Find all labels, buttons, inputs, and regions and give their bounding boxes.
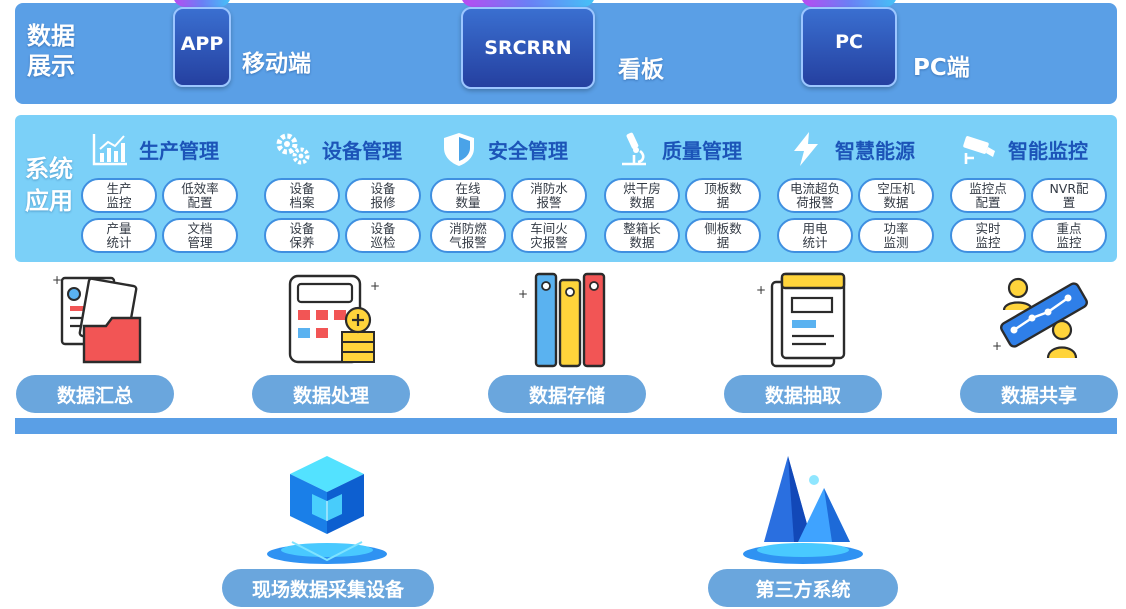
item-document-management[interactable]: 文档 管理: [162, 218, 238, 253]
process-extract-button[interactable]: 数据抽取: [724, 375, 882, 413]
item-monitor-point-config[interactable]: 监控点 配置: [950, 178, 1026, 213]
item-power-usage-stats[interactable]: 用电 统计: [777, 218, 853, 253]
module-safety: 安全管理 在线 数量 消防水 报警 消防燃 气报警 车间火 灾报警: [430, 125, 602, 255]
item-equipment-maintenance[interactable]: 设备 保养: [264, 218, 340, 253]
svg-text:+: +: [52, 273, 62, 287]
module-title-monitoring: 智能监控: [1008, 138, 1088, 163]
books-icon: +: [518, 272, 606, 368]
source-third-party-button[interactable]: 第三方系统: [708, 569, 898, 607]
process-share-button[interactable]: 数据共享: [960, 375, 1118, 413]
item-equipment-repair[interactable]: 设备 报修: [345, 178, 421, 213]
module-quality: 质量管理 烘干房 数据 顶板数 据 整箱长 数据 侧板数 据: [604, 125, 776, 255]
item-side-panel-data[interactable]: 侧板数 据: [685, 218, 761, 253]
item-equipment-inspection[interactable]: 设备 巡检: [345, 218, 421, 253]
module-title-quality: 质量管理: [662, 138, 742, 163]
calculator-coins-icon: +: [288, 274, 380, 364]
item-drying-room-data[interactable]: 烘干房 数据: [604, 178, 680, 213]
item-equipment-archive[interactable]: 设备 档案: [264, 178, 340, 213]
mobile-screen: APP: [173, 7, 231, 87]
item-top-panel-data[interactable]: 顶板数 据: [685, 178, 761, 213]
mobile-screen-label: APP: [180, 33, 224, 55]
chart-icon: [92, 134, 127, 166]
source-field-devices-button[interactable]: 现场数据采集设备: [222, 569, 434, 607]
process-handle-button[interactable]: 数据处理: [252, 375, 410, 413]
display-band: 数据 展示 APP 移动端 SRCRRN 看板 PC PC端: [15, 0, 1117, 104]
process-aggregate-button[interactable]: 数据汇总: [16, 375, 174, 413]
item-low-efficiency-config[interactable]: 低效率 配置: [162, 178, 238, 213]
item-fire-gas-alarm[interactable]: 消防燃 气报警: [430, 218, 506, 253]
svg-text:+: +: [518, 287, 528, 301]
applications-title: 系统 应用: [25, 155, 73, 215]
svg-text:+: +: [756, 283, 766, 297]
device-label-pc: PC端: [913, 55, 970, 81]
applications-band: 系统 应用 生产管理 生产 监控 低效率 配置 产量 统计 文档 管理 设备管理: [15, 115, 1117, 262]
documents-folder-icon: +: [52, 273, 142, 364]
module-production: 生产管理 生产 监控 低效率 配置 产量 统计 文档 管理: [81, 125, 253, 255]
pc-screen-label: PC: [835, 31, 863, 53]
document-extract-icon: +: [756, 272, 846, 368]
lightning-icon: [794, 132, 818, 166]
divider-bar: [15, 418, 1117, 434]
item-workshop-fire-alarm[interactable]: 车间火 灾报警: [511, 218, 587, 253]
process-storage-button[interactable]: 数据存储: [488, 375, 646, 413]
module-title-safety: 安全管理: [488, 138, 568, 163]
dashboard-screen: SRCRRN: [461, 7, 595, 89]
svg-text:+: +: [992, 339, 1002, 353]
item-overload-alarm[interactable]: 电流超负 荷报警: [777, 178, 853, 213]
item-output-stats[interactable]: 产量 统计: [81, 218, 157, 253]
item-online-count[interactable]: 在线 数量: [430, 178, 506, 213]
item-power-monitor[interactable]: 功率 监测: [858, 218, 934, 253]
device-label-mobile: 移动端: [242, 51, 311, 77]
item-compressor-data[interactable]: 空压机 数据: [858, 178, 934, 213]
module-monitoring: 智能监控 监控点 配置 NVR配 置 实时 监控 重点 监控: [950, 125, 1122, 255]
module-title-production: 生产管理: [139, 138, 219, 163]
module-title-energy: 智慧能源: [835, 138, 915, 163]
module-energy: 智慧能源 电流超负 荷报警 空压机 数据 用电 统计 功率 监测: [777, 125, 949, 255]
dashboard-screen-label: SRCRRN: [484, 37, 572, 59]
item-production-monitor[interactable]: 生产 监控: [81, 178, 157, 213]
item-nvr-config[interactable]: NVR配 置: [1031, 178, 1107, 213]
item-fire-water-alarm[interactable]: 消防水 报警: [511, 178, 587, 213]
svg-text:+: +: [370, 279, 380, 293]
cube-platform-icon: [267, 456, 387, 564]
pc-screen: PC: [801, 7, 897, 87]
gears-icon: [276, 133, 310, 165]
network-share-icon: +: [992, 277, 1088, 359]
module-equipment: 设备管理 设备 档案 设备 报修 设备 保养 设备 巡检: [264, 125, 436, 255]
item-realtime-monitor[interactable]: 实时 监控: [950, 218, 1026, 253]
display-title: 数据 展示: [27, 22, 75, 80]
pyramids-platform-icon: [743, 456, 863, 564]
item-box-length-data[interactable]: 整箱长 数据: [604, 218, 680, 253]
camera-icon: [963, 136, 995, 164]
device-label-dashboard: 看板: [618, 57, 664, 83]
module-title-equipment: 设备管理: [322, 138, 402, 163]
microscope-icon: [622, 132, 646, 166]
shield-icon: [444, 133, 474, 166]
item-key-monitor[interactable]: 重点 监控: [1031, 218, 1107, 253]
